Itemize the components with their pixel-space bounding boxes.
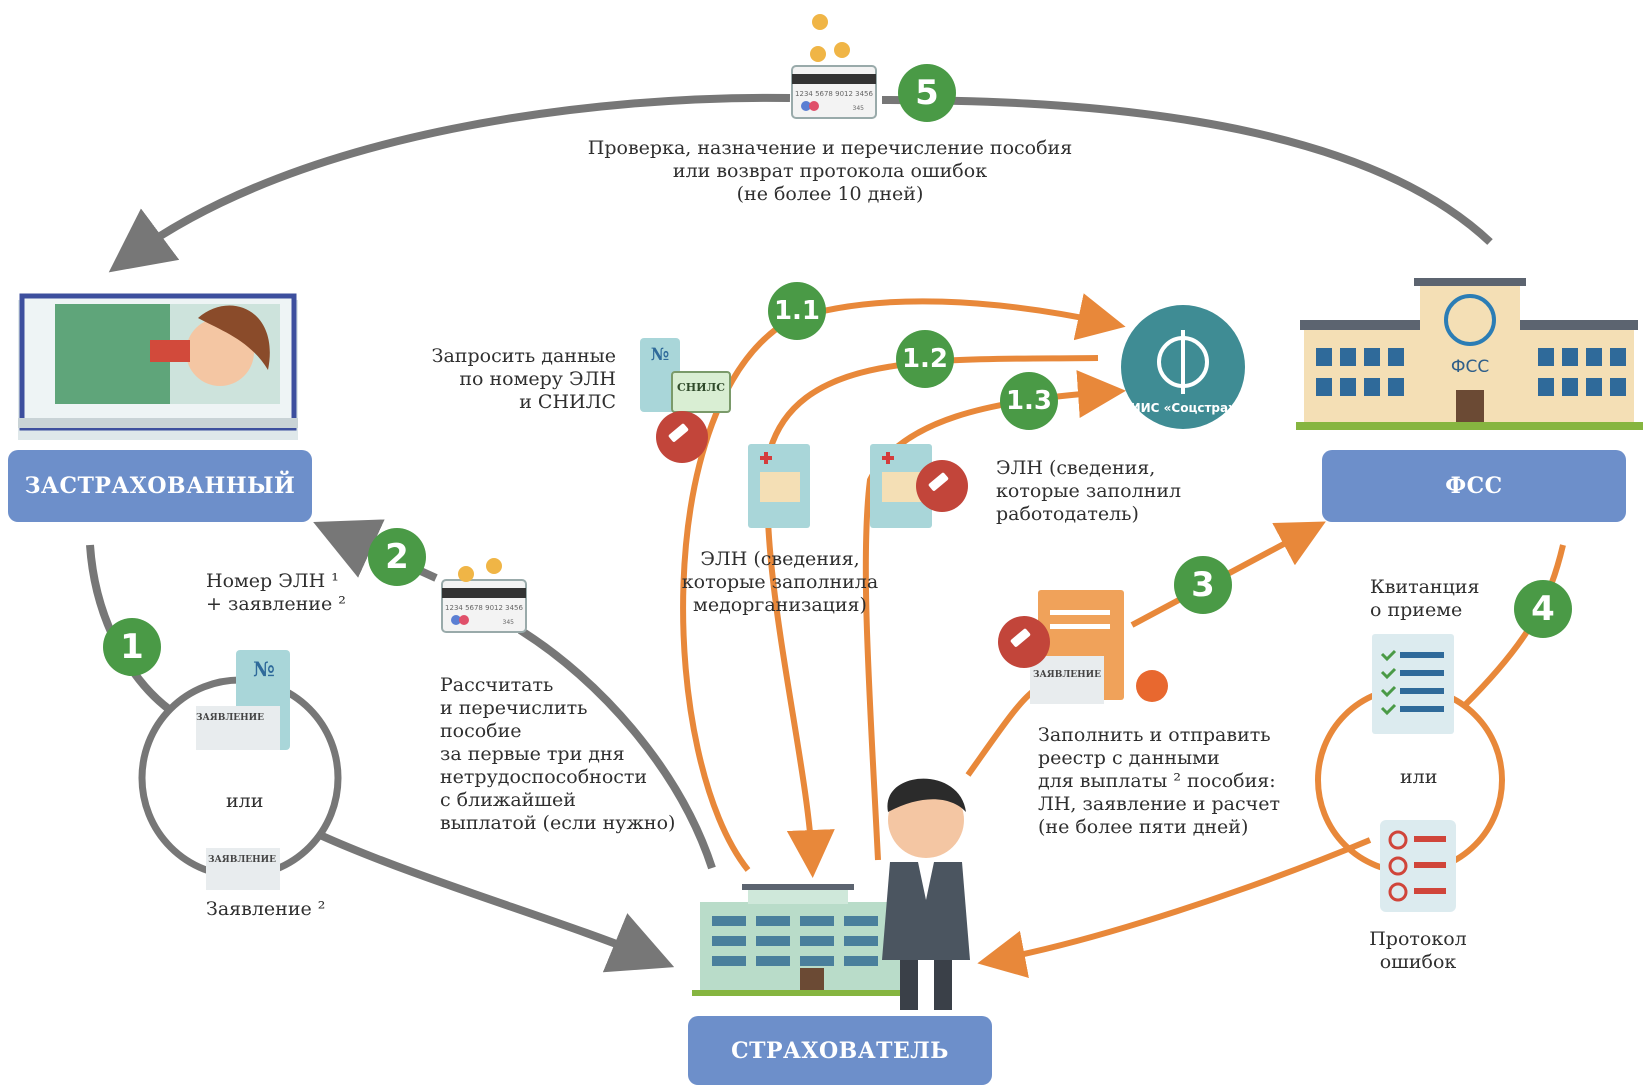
label-step5: Проверка, назначение и перечисление посо… — [587, 137, 1073, 205]
step-badge-2: 2 — [368, 528, 426, 586]
eiis-logo: ЕИИС «Соцстрах» — [1121, 305, 1245, 429]
patient-illustration — [18, 293, 298, 440]
arrow-1-1 — [680, 293, 1126, 872]
employer-person — [882, 778, 970, 1010]
error-protocol-icon — [1380, 820, 1456, 912]
step-badge-1-2: 1.2 — [896, 330, 954, 388]
insured-box: ЗАСТРАХОВАННЫЙ — [8, 450, 312, 522]
fss-building-sign: ФСС — [1451, 357, 1489, 377]
card-number-top: 1234 5678 9012 3456 — [795, 90, 873, 98]
fss-building: ФСС — [1296, 278, 1643, 430]
arrow-1-3 — [862, 370, 1126, 861]
registry-zayavlenie: ЗАЯВЛЕНИЕ — [1033, 670, 1101, 680]
arrow-step2-tail — [517, 626, 716, 870]
snils-doc-number: № — [651, 345, 669, 365]
step-badge-5: 5 — [898, 64, 956, 122]
eln-doc-number: № — [253, 657, 275, 681]
arrow-step1-bottom — [318, 831, 675, 973]
step-badge-4: 4 — [1514, 580, 1572, 638]
eln-number-document-icon: № ЗАЯВЛЕНИЕ — [196, 650, 290, 750]
application-zayavlenie: ЗАЯВЛЕНИЕ — [208, 855, 276, 865]
eln-employer-document-icon — [870, 444, 968, 528]
eln-med-document-icon — [748, 444, 810, 528]
label-eln-number: Номер ЭЛН ¹+ заявление ² — [206, 570, 346, 615]
card-number-step2: 1234 5678 9012 3456 — [445, 604, 523, 612]
step-badge-3: 3 — [1174, 556, 1232, 614]
card-cvc-step2: 345 — [503, 619, 515, 626]
snils-label: СНИЛС — [677, 381, 725, 394]
label-application: Заявление ² — [206, 898, 326, 920]
employer-box: СТРАХОВАТЕЛЬ — [688, 1016, 992, 1085]
eln-zayavlenie: ЗАЯВЛЕНИЕ — [196, 713, 264, 723]
label-or-left: или — [226, 790, 264, 812]
snils-document-icon: № СНИЛС — [640, 338, 731, 463]
step-badge-1-3: 1.3 — [1000, 372, 1058, 430]
employer-building — [692, 884, 912, 996]
registry-document-icon: ЗАЯВЛЕНИЕ — [998, 590, 1168, 704]
card-icon-top: 1234 5678 9012 3456 345 — [791, 14, 877, 119]
step-badge-1: 1 — [103, 618, 161, 676]
eiis-logo-text: ЕИИС «Соцстрах» — [1122, 401, 1243, 415]
application-document-icon: ЗАЯВЛЕНИЕ — [206, 848, 280, 890]
receipt-document-icon — [1372, 634, 1454, 734]
card-cvc-top: 345 — [853, 105, 865, 112]
label-or-right: или — [1400, 766, 1438, 788]
step-badge-1-1: 1.1 — [768, 282, 826, 340]
arrow-step5 — [128, 93, 1493, 258]
card-icon-step2: 1234 5678 9012 3456 345 — [441, 558, 527, 633]
fss-box: ФСС — [1322, 450, 1626, 522]
